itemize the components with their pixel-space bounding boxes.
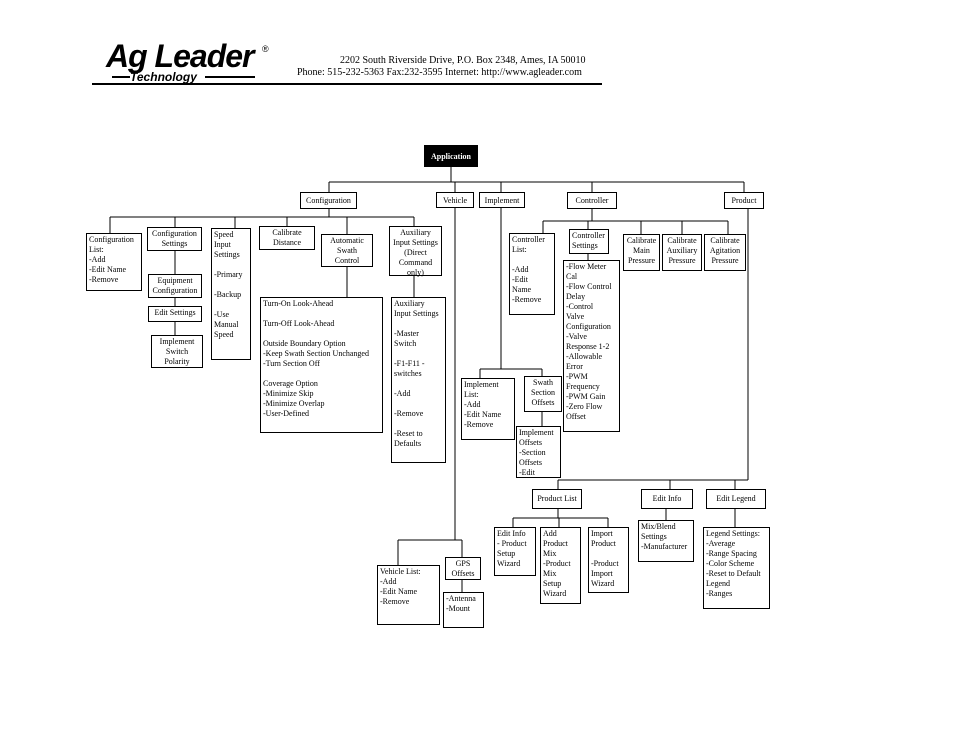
swath-control-details-node: Turn-On Look-Ahead Turn-Off Look-Ahead O… — [260, 297, 383, 433]
vehicle-list-node: Vehicle List: -Add -Edit Name -Remove — [377, 565, 440, 625]
add-product-mix-node: Add Product Mix -Product Mix Setup Wizar… — [540, 527, 581, 604]
address-line: 2202 South Riverside Drive, P.O. Box 234… — [340, 55, 586, 66]
implement-node: Implement — [479, 192, 525, 208]
controller-settings-node: Controller Settings — [569, 229, 609, 254]
application-node: Application — [424, 145, 478, 167]
automatic-swath-control-node: Automatic Swath Control — [321, 234, 373, 267]
contact-line: Phone: 515-232-5363 Fax:232-3595 Interne… — [297, 67, 582, 78]
import-product-node: Import Product -Product Import Wizard — [588, 527, 629, 593]
controller-list-node: Controller List: -Add -Edit Name -Remove — [509, 233, 555, 315]
logo-subtitle: Technology — [130, 70, 197, 84]
implement-list-node: Implement List: -Add -Edit Name -Remove — [461, 378, 515, 440]
logo-rule-right — [205, 76, 255, 78]
ag-leader-logo: Ag Leader — [106, 38, 254, 74]
calibrate-agitation-pressure-node: Calibrate Agitation Pressure — [704, 234, 746, 271]
legend-settings-node: Legend Settings: -Average -Range Spacing… — [703, 527, 770, 609]
logo-rule-left — [112, 76, 130, 78]
configuration-list-node: Configuration List: -Add -Edit Name -Rem… — [86, 233, 142, 291]
auxiliary-input-details-node: Auxiliary Input Settings -Master Switch … — [391, 297, 446, 463]
product-node: Product — [724, 192, 764, 209]
implement-offsets-node: Implement Offsets -Section Offsets -Edit — [516, 426, 561, 478]
speed-input-settings-node: Speed Input Settings -Primary -Backup -U… — [211, 228, 251, 360]
header-rule — [92, 83, 602, 85]
gps-offsets-details-node: -Antenna -Mount — [443, 592, 484, 628]
mix-blend-settings-node: Mix/Blend Settings -Manufacturer — [638, 520, 694, 562]
gps-offsets-node: GPS Offsets — [445, 557, 481, 580]
edit-legend-node: Edit Legend — [706, 489, 766, 509]
implement-switch-polarity-node: Implement Switch Polarity — [151, 335, 203, 368]
controller-node: Controller — [567, 192, 617, 209]
calibrate-distance-node: Calibrate Distance — [259, 226, 315, 250]
vehicle-node: Vehicle — [436, 192, 474, 208]
calibrate-main-pressure-node: Calibrate Main Pressure — [623, 234, 660, 271]
calibrate-auxiliary-pressure-node: Calibrate Auxiliary Pressure — [662, 234, 702, 271]
swath-section-offsets-node: Swath Section Offsets — [524, 376, 562, 412]
controller-settings-details-node: -Flow Meter Cal -Flow Control Delay -Con… — [563, 260, 620, 432]
edit-info-node: Edit Info — [641, 489, 693, 509]
configuration-node: Configuration — [300, 192, 357, 209]
auxiliary-input-settings-node: Auxiliary Input Settings (Direct Command… — [389, 226, 442, 277]
product-list-node: Product List — [532, 489, 582, 509]
configuration-settings-node: Configuration Settings — [147, 227, 202, 251]
edit-settings-node: Edit Settings — [148, 306, 202, 322]
equipment-configuration-node: Equipment Configuration — [148, 274, 202, 298]
registered-mark: ® — [262, 44, 269, 54]
edit-info-wizard-node: Edit Info - Product Setup Wizard — [494, 527, 536, 576]
